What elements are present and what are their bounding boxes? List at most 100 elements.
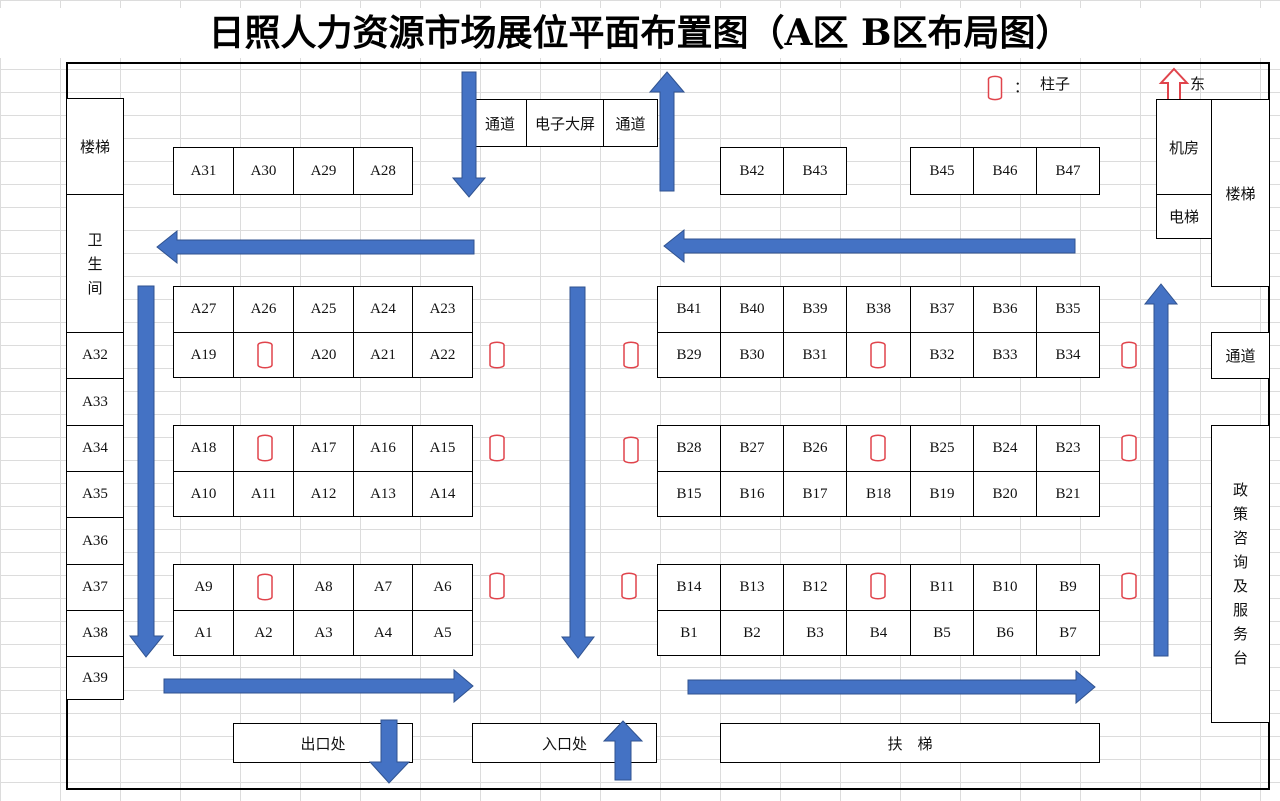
booth-a6: A6 [412, 564, 473, 611]
stairs-right: 楼梯 [1211, 99, 1270, 287]
booth-b40: B40 [720, 286, 784, 333]
policy-char-4: 询 [1232, 553, 1248, 571]
booth-a11: A11 [233, 471, 294, 517]
booth-a32: A32 [66, 332, 124, 379]
booth-b14: B14 [657, 564, 721, 611]
booth-a3: A3 [293, 610, 354, 656]
arrow-left-a-top [156, 229, 475, 265]
booth-a17: A17 [293, 425, 354, 472]
booth-a22: A22 [412, 332, 473, 378]
booth-b35: B35 [1036, 286, 1100, 333]
arrow-down-left-aisle [128, 285, 165, 658]
booth-b11: B11 [910, 564, 974, 611]
booth-b24: B24 [973, 425, 1037, 472]
booth-b19: B19 [910, 471, 974, 517]
pillar-icon [257, 341, 273, 369]
booth-a12: A12 [293, 471, 354, 517]
booth-a34: A34 [66, 425, 124, 472]
booth-a26: A26 [233, 286, 294, 333]
booth-a13: A13 [353, 471, 413, 517]
booth-a7: A7 [353, 564, 413, 611]
booth-b31: B31 [783, 332, 847, 378]
booth-a21: A21 [353, 332, 413, 378]
booth-a1: A1 [173, 610, 234, 656]
booth-a33: A33 [66, 378, 124, 426]
booth-b30: B30 [720, 332, 784, 378]
booth-b7: B7 [1036, 610, 1100, 656]
booth-b9: B9 [1036, 564, 1100, 611]
toilet-char-3: 间 [87, 278, 103, 297]
booth-a24: A24 [353, 286, 413, 333]
toilet-char-1: 卫 [87, 230, 103, 249]
booth-a31: A31 [173, 147, 234, 195]
escalator: 扶 梯 [720, 723, 1100, 763]
pillar-icon [257, 573, 273, 601]
east-arrow-icon [1158, 67, 1190, 102]
booth-b26: B26 [783, 425, 847, 472]
booth-a14: A14 [412, 471, 473, 517]
pillar-icon [257, 434, 273, 462]
booth-b1: B1 [657, 610, 721, 656]
pillar-icon [870, 434, 886, 462]
pillar-icon [621, 572, 637, 600]
legend-east-label: 东 [1190, 75, 1206, 93]
elevator: 电梯 [1156, 194, 1212, 239]
pillar-icon [870, 572, 886, 600]
arrow-left-b-top [663, 228, 1076, 264]
booth-a27: A27 [173, 286, 234, 333]
booth-a30: A30 [233, 147, 294, 195]
arrow-down-center-aisle [560, 286, 596, 659]
arrow-up-entrance [602, 720, 644, 781]
toilet: 卫 生 间 [66, 194, 124, 333]
pillar-icon [623, 341, 639, 369]
pillar-icon [489, 572, 505, 600]
booth-b39: B39 [783, 286, 847, 333]
booth-a5: A5 [412, 610, 473, 656]
page-title: 日照人力资源市场展位平面布置图（A区 B区布局图） [0, 8, 1280, 58]
policy-char-7: 务 [1232, 625, 1248, 643]
arrow-up-right-aisle [1143, 283, 1179, 657]
booth-b4: B4 [846, 610, 911, 656]
arrow-right-a-bottom [163, 668, 474, 704]
booth-b3: B3 [783, 610, 847, 656]
booth-b43: B43 [783, 147, 847, 195]
booth-b6: B6 [973, 610, 1037, 656]
booth-b41: B41 [657, 286, 721, 333]
booth-b32: B32 [910, 332, 974, 378]
booth-b12: B12 [783, 564, 847, 611]
pillar-icon [623, 436, 639, 464]
booth-b2: B2 [720, 610, 784, 656]
policy-char-5: 及 [1232, 577, 1248, 595]
electronic-screen: 电子大屏 [526, 99, 604, 147]
booth-b37: B37 [910, 286, 974, 333]
booth-b25: B25 [910, 425, 974, 472]
booth-a28: A28 [353, 147, 413, 195]
legend-pillar-icon [987, 75, 1003, 101]
booth-b29: B29 [657, 332, 721, 378]
booth-b10: B10 [973, 564, 1037, 611]
booth-b34: B34 [1036, 332, 1100, 378]
policy-char-2: 策 [1232, 505, 1248, 523]
booth-b13: B13 [720, 564, 784, 611]
booth-a38: A38 [66, 610, 124, 657]
booth-a25: A25 [293, 286, 354, 333]
arrow-down-exit [368, 719, 411, 784]
booth-a19: A19 [173, 332, 234, 378]
arrow-right-b-bottom [687, 669, 1096, 705]
legend-pillar-label: 柱子 [1040, 75, 1071, 93]
booth-a18: A18 [173, 425, 234, 472]
booth-b45: B45 [910, 147, 974, 195]
policy-service-desk: 政 策 咨 询 及 服 务 台 [1211, 425, 1270, 723]
policy-char-8: 台 [1232, 649, 1248, 667]
booth-a10: A10 [173, 471, 234, 517]
arrow-up-top-center [648, 71, 686, 192]
booth-b47: B47 [1036, 147, 1100, 195]
pillar-icon [489, 434, 505, 462]
booth-b42: B42 [720, 147, 784, 195]
passage-right: 通道 [1211, 332, 1270, 379]
booth-a2: A2 [233, 610, 294, 656]
pillar-icon [870, 341, 886, 369]
booth-b18: B18 [846, 471, 911, 517]
booth-a20: A20 [293, 332, 354, 378]
booth-a23: A23 [412, 286, 473, 333]
